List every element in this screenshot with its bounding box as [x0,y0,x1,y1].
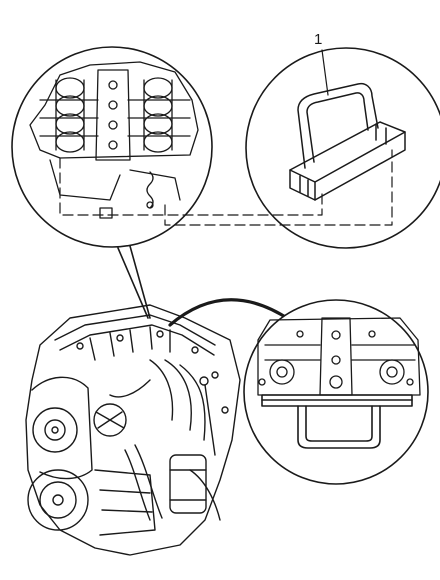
dashed-connectors [59,149,393,226]
callout-1: 1 [314,31,329,96]
camshaft-right [143,77,173,153]
magnifier-camshaft-view [11,46,213,248]
magnifier-tool-installed-view [243,299,429,485]
camshaft-locking-tool [289,82,406,201]
engine-assembly [25,304,241,556]
leader-lines [117,245,292,327]
installed-locking-tool [261,394,413,449]
callout-number: 1 [314,31,322,48]
leader-to-detail-view [168,298,292,327]
callout-leader [321,49,329,96]
leader-to-top-view [117,247,149,319]
camshaft-left [55,77,85,153]
